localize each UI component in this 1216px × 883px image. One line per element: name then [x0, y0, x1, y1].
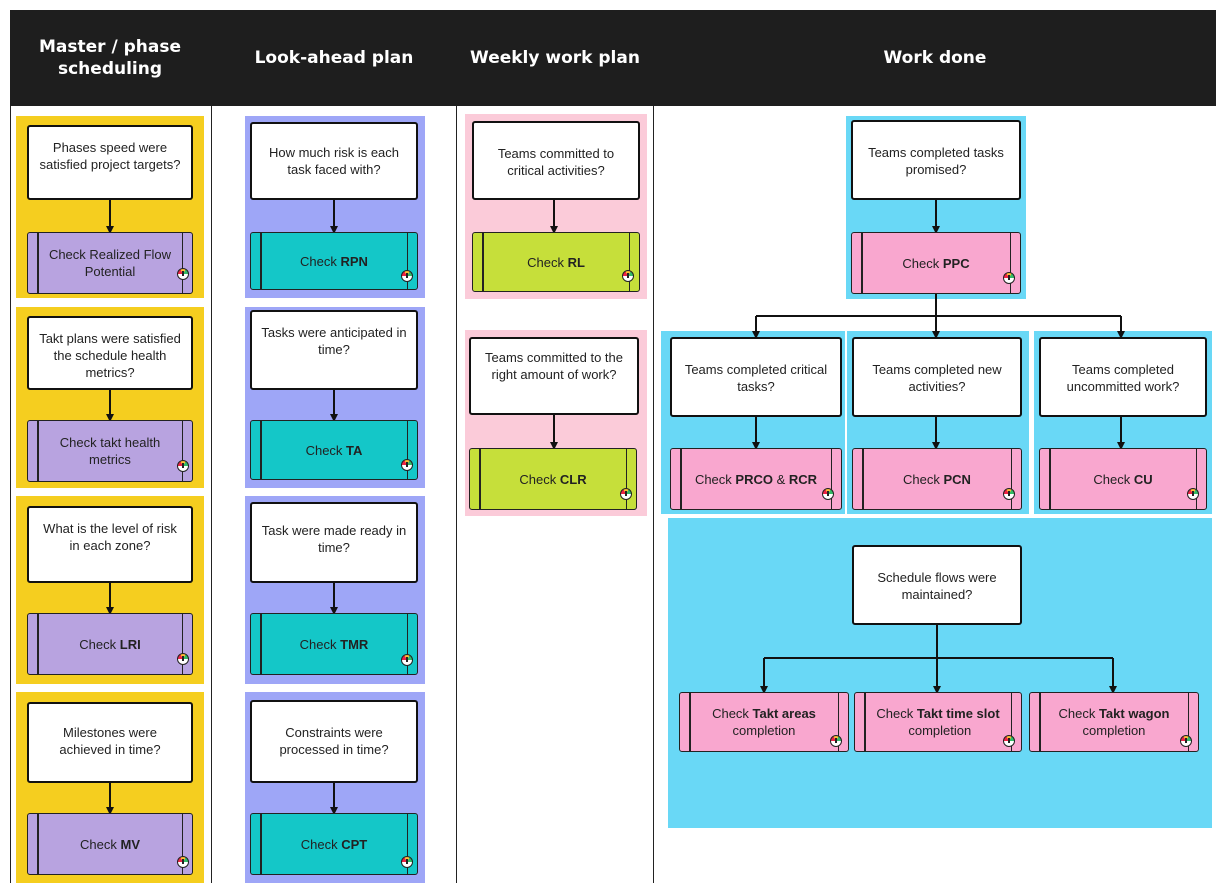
gauge-icon [1003, 735, 1015, 747]
check-box: Check LRI [27, 613, 193, 675]
gauge-icon [1003, 272, 1015, 284]
gauge-icon [1003, 488, 1015, 500]
check-box: Check PRCO & RCR [670, 448, 842, 510]
header-work-done: Work done [883, 48, 987, 68]
column-divider [10, 106, 11, 883]
question-box: Teams completed tasks promised? [851, 120, 1021, 200]
header-weekly-work-plan: Weekly work plan [470, 48, 640, 68]
question-box: Constraints were processed in time? [250, 700, 418, 783]
gauge-icon [401, 856, 413, 868]
header-look-ahead-plan: Look-ahead plan [254, 48, 414, 68]
question-box: Teams completed uncommitted work? [1039, 337, 1207, 417]
question-box: Teams committed to the right amount of w… [469, 337, 639, 415]
gauge-icon [830, 735, 842, 747]
question-box: Tasks were anticipated in time? [250, 310, 418, 390]
gauge-icon [177, 856, 189, 868]
gauge-icon [1180, 735, 1192, 747]
question-box: Teams completed critical tasks? [670, 337, 842, 417]
check-box: Check CU [1039, 448, 1207, 510]
header-bar [10, 10, 1216, 106]
gauge-icon [177, 460, 189, 472]
check-box: Check TMR [250, 613, 418, 675]
gauge-icon [1187, 488, 1199, 500]
question-box: Task were made ready in time? [250, 502, 418, 583]
question-box: Phases speed were satisfied project targ… [27, 125, 193, 200]
gauge-icon [401, 654, 413, 666]
column-divider [211, 106, 212, 883]
gauge-icon [822, 488, 834, 500]
check-box: Check Realized Flow Potential [27, 232, 193, 294]
gauge-icon [622, 270, 634, 282]
check-box: Check PCN [852, 448, 1022, 510]
question-box: Milestones were achieved in time? [27, 702, 193, 783]
check-box: Check takt health metrics [27, 420, 193, 482]
check-box: Check CPT [250, 813, 418, 875]
column-divider [653, 106, 654, 883]
check-box: Check RL [472, 232, 640, 292]
gauge-icon [177, 653, 189, 665]
column-divider [456, 106, 457, 883]
header-master-scheduling: Master / phase scheduling [39, 37, 181, 79]
check-box: Check RPN [250, 232, 418, 290]
question-box: What is the level of risk in each zone? [27, 506, 193, 583]
check-box: Check MV [27, 813, 193, 875]
question-box: Schedule flows were maintained? [852, 545, 1022, 625]
gauge-icon [177, 268, 189, 280]
check-box: Check PPC [851, 232, 1021, 294]
gauge-icon [401, 270, 413, 282]
check-box: Check TA [250, 420, 418, 480]
check-box: Check Takt time slot completion [854, 692, 1022, 752]
check-box: Check CLR [469, 448, 637, 510]
gauge-icon [620, 488, 632, 500]
gauge-icon [401, 459, 413, 471]
question-box: Teams completed new activities? [852, 337, 1022, 417]
question-box: How much risk is each task faced with? [250, 122, 418, 200]
question-box: Takt plans were satisfied the schedule h… [27, 316, 193, 390]
question-box: Teams committed to critical activities? [472, 121, 640, 200]
